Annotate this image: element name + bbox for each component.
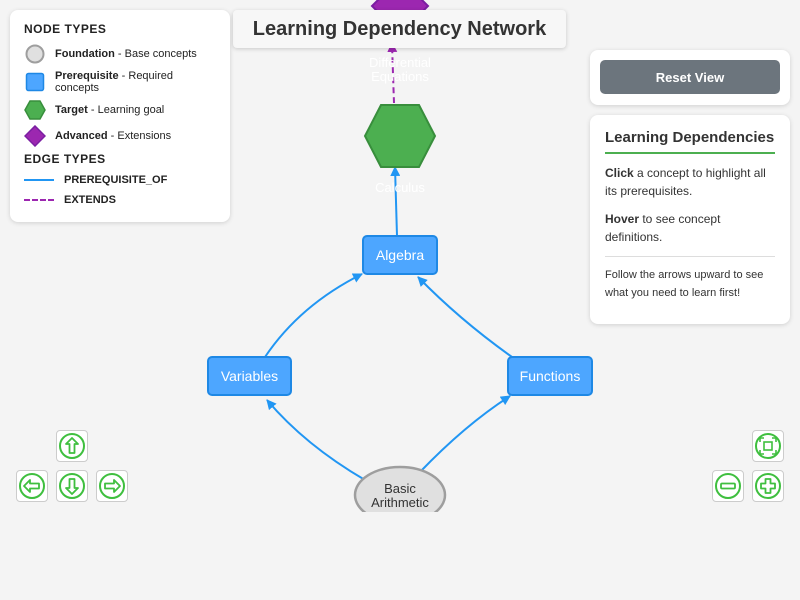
legend-prerequisite-edge-row: PREREQUISITE_OF bbox=[24, 174, 216, 186]
node-differential-equations-label-line1: Differential bbox=[369, 55, 431, 70]
arrow-left-icon bbox=[19, 473, 45, 499]
legend-foundation-name: Foundation bbox=[55, 48, 115, 60]
node-algebra[interactable]: Algebra bbox=[362, 235, 438, 275]
node-differential-equations-label-line2: Equations bbox=[371, 69, 429, 84]
zoom-out-icon bbox=[715, 473, 741, 499]
pan-left-button[interactable] bbox=[16, 470, 48, 502]
node-variables-label: Variables bbox=[221, 368, 278, 384]
legend-prerequisite-row: Prerequisite - Required concepts bbox=[24, 70, 216, 94]
legend-advanced-desc: - Extensions bbox=[107, 130, 172, 142]
arrow-right-icon bbox=[99, 473, 125, 499]
legend-foundation-row: Foundation - Base concepts bbox=[24, 44, 216, 64]
zoom-in-icon bbox=[755, 473, 781, 499]
advanced-diamond-icon bbox=[24, 125, 46, 147]
edge-arithmetic-functions bbox=[419, 395, 511, 473]
edge-arithmetic-variables bbox=[266, 399, 366, 481]
arrow-down-icon bbox=[59, 473, 85, 499]
info-hover-text: Hover to see concept definitions. bbox=[605, 210, 775, 246]
legend-edge-types-heading: EDGE TYPES bbox=[24, 152, 106, 166]
info-click-rest: a concept to highlight all its prerequis… bbox=[605, 166, 766, 198]
target-hexagon-icon bbox=[24, 100, 46, 120]
prerequisite-square-icon bbox=[24, 72, 46, 92]
canvas-footer-area bbox=[0, 512, 800, 600]
fit-view-button[interactable] bbox=[752, 430, 784, 462]
legend-prerequisite-edge-label: PREREQUISITE_OF bbox=[64, 174, 168, 186]
page-title: Learning Dependency Network bbox=[233, 10, 566, 48]
foundation-circle-icon bbox=[24, 44, 46, 64]
graph-canvas[interactable]: Differential Equations Calculus Algebra … bbox=[0, 0, 800, 512]
info-divider bbox=[605, 256, 775, 257]
legend-extends-edge-row: EXTENDS bbox=[24, 194, 216, 206]
pan-right-button[interactable] bbox=[96, 470, 128, 502]
dashed-line-icon bbox=[24, 199, 54, 201]
node-basic-arithmetic-label-line1: Basic bbox=[384, 481, 416, 496]
info-heading: Learning Dependencies bbox=[605, 129, 775, 154]
node-calculus[interactable]: Calculus bbox=[363, 104, 437, 195]
node-functions-label: Functions bbox=[520, 368, 581, 384]
reset-panel: Reset View bbox=[590, 50, 790, 105]
info-hover-rest: to see concept definitions. bbox=[605, 212, 721, 244]
node-calculus-label: Calculus bbox=[375, 180, 425, 195]
legend-panel: NODE TYPES Foundation - Base concepts Pr… bbox=[10, 10, 230, 222]
info-click-text: Click a concept to highlight all its pre… bbox=[605, 164, 775, 200]
info-panel: Learning Dependencies Click a concept to… bbox=[590, 115, 790, 324]
legend-prerequisite-desc: - Required concepts bbox=[55, 70, 174, 94]
legend-target-row: Target - Learning goal bbox=[24, 100, 216, 120]
node-variables[interactable]: Variables bbox=[207, 356, 292, 396]
legend-target-name: Target bbox=[55, 104, 88, 116]
info-note: Follow the arrows upward to see what you… bbox=[605, 269, 764, 299]
edge-algebra-calculus bbox=[390, 166, 401, 237]
legend-extends-edge-label: EXTENDS bbox=[64, 194, 116, 206]
legend-prerequisite-name: Prerequisite bbox=[55, 70, 119, 82]
node-basic-arithmetic[interactable]: Basic Arithmetic bbox=[353, 465, 447, 512]
reset-view-button[interactable]: Reset View bbox=[600, 60, 780, 94]
legend-foundation-desc: - Base concepts bbox=[114, 48, 197, 60]
node-algebra-label: Algebra bbox=[376, 247, 424, 263]
pan-up-button[interactable] bbox=[56, 430, 88, 462]
node-functions[interactable]: Functions bbox=[507, 356, 593, 396]
node-basic-arithmetic-label-line2: Arithmetic bbox=[371, 495, 429, 510]
edge-functions-algebra bbox=[417, 276, 513, 358]
legend-target-desc: - Learning goal bbox=[87, 104, 165, 116]
legend-advanced-name: Advanced bbox=[55, 130, 108, 142]
zoom-out-button[interactable] bbox=[712, 470, 744, 502]
pan-down-button[interactable] bbox=[56, 470, 88, 502]
fit-view-icon bbox=[755, 433, 781, 459]
arrow-up-icon bbox=[59, 433, 85, 459]
info-click-bold: Click bbox=[605, 166, 634, 180]
edge-calculus-diffeq bbox=[387, 42, 398, 104]
solid-line-icon bbox=[24, 179, 54, 181]
network-diagram: Differential Equations Calculus Algebra … bbox=[207, 0, 593, 512]
zoom-in-button[interactable] bbox=[752, 470, 784, 502]
edge-variables-algebra bbox=[264, 273, 363, 358]
info-hover-bold: Hover bbox=[605, 212, 640, 226]
legend-advanced-row: Advanced - Extensions bbox=[24, 125, 216, 147]
legend-node-types-heading: NODE TYPES bbox=[24, 22, 107, 36]
